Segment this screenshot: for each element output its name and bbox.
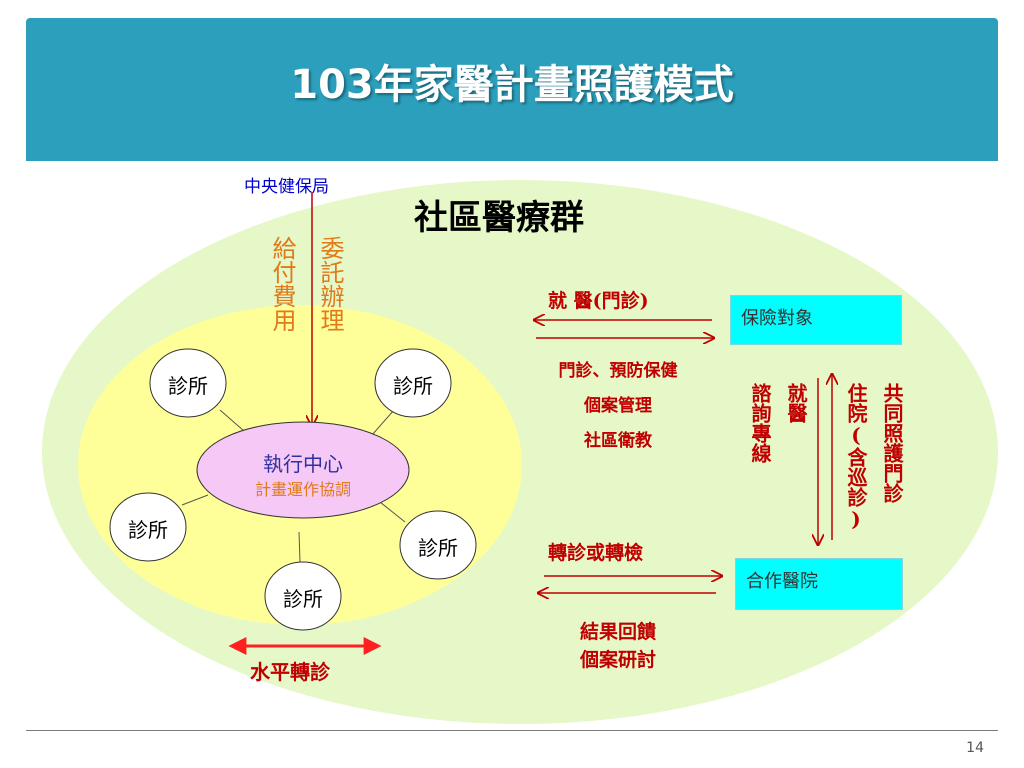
seek-care-label: 就醫	[784, 383, 808, 423]
consult-line-label: 諮詢專線	[748, 383, 772, 463]
clinic-node	[374, 348, 452, 418]
exec-center-sub-label: 計畫運作協調	[254, 480, 351, 499]
page-title: 103年家醫計畫照護模式	[290, 62, 734, 108]
inpatient-label: 住院(含巡診)	[844, 383, 868, 531]
partner-hospital-box: 合作醫院	[735, 558, 903, 610]
feedback-item: 結果回饋	[579, 621, 656, 643]
horizontal-referral-label: 水平轉診	[250, 660, 330, 684]
funding-label: 給付費用	[268, 236, 296, 332]
clinic-node	[109, 492, 187, 562]
exec-center-label: 執行中心	[263, 452, 343, 476]
clinic-label: 診所	[418, 536, 458, 560]
community-group-label: 社區醫療群	[414, 198, 584, 238]
clinic-node	[149, 348, 227, 418]
connector-line	[371, 409, 395, 436]
insured-box: 保險對象	[730, 295, 902, 345]
clinic-label: 診所	[128, 518, 168, 542]
connector-line	[181, 494, 209, 506]
page-number: 14	[966, 740, 984, 756]
visit-label: 就 醫(門診)	[548, 290, 649, 312]
clinic-label: 診所	[168, 374, 208, 398]
connector-line	[379, 501, 406, 523]
connector-line	[298, 531, 301, 563]
service-item: 社區衛教	[584, 431, 652, 451]
exec-center-ellipse	[196, 421, 410, 519]
delegate-label: 委託辦理	[316, 236, 344, 332]
clinic-node	[399, 510, 477, 580]
agency-label: 中央健保局	[244, 177, 329, 197]
service-item: 個案管理	[584, 396, 652, 416]
footer-divider	[26, 730, 998, 731]
clinic-node	[264, 561, 342, 631]
title-banner: 103年家醫計畫照護模式	[26, 18, 998, 161]
clinic-label: 診所	[283, 587, 323, 611]
referral-label: 轉診或轉檢	[548, 542, 644, 564]
service-item: 門診、預防保健	[558, 361, 678, 381]
joint-care-label: 共同照護門診	[880, 383, 904, 503]
clinic-label: 診所	[393, 374, 433, 398]
feedback-item: 個案研討	[579, 649, 656, 671]
